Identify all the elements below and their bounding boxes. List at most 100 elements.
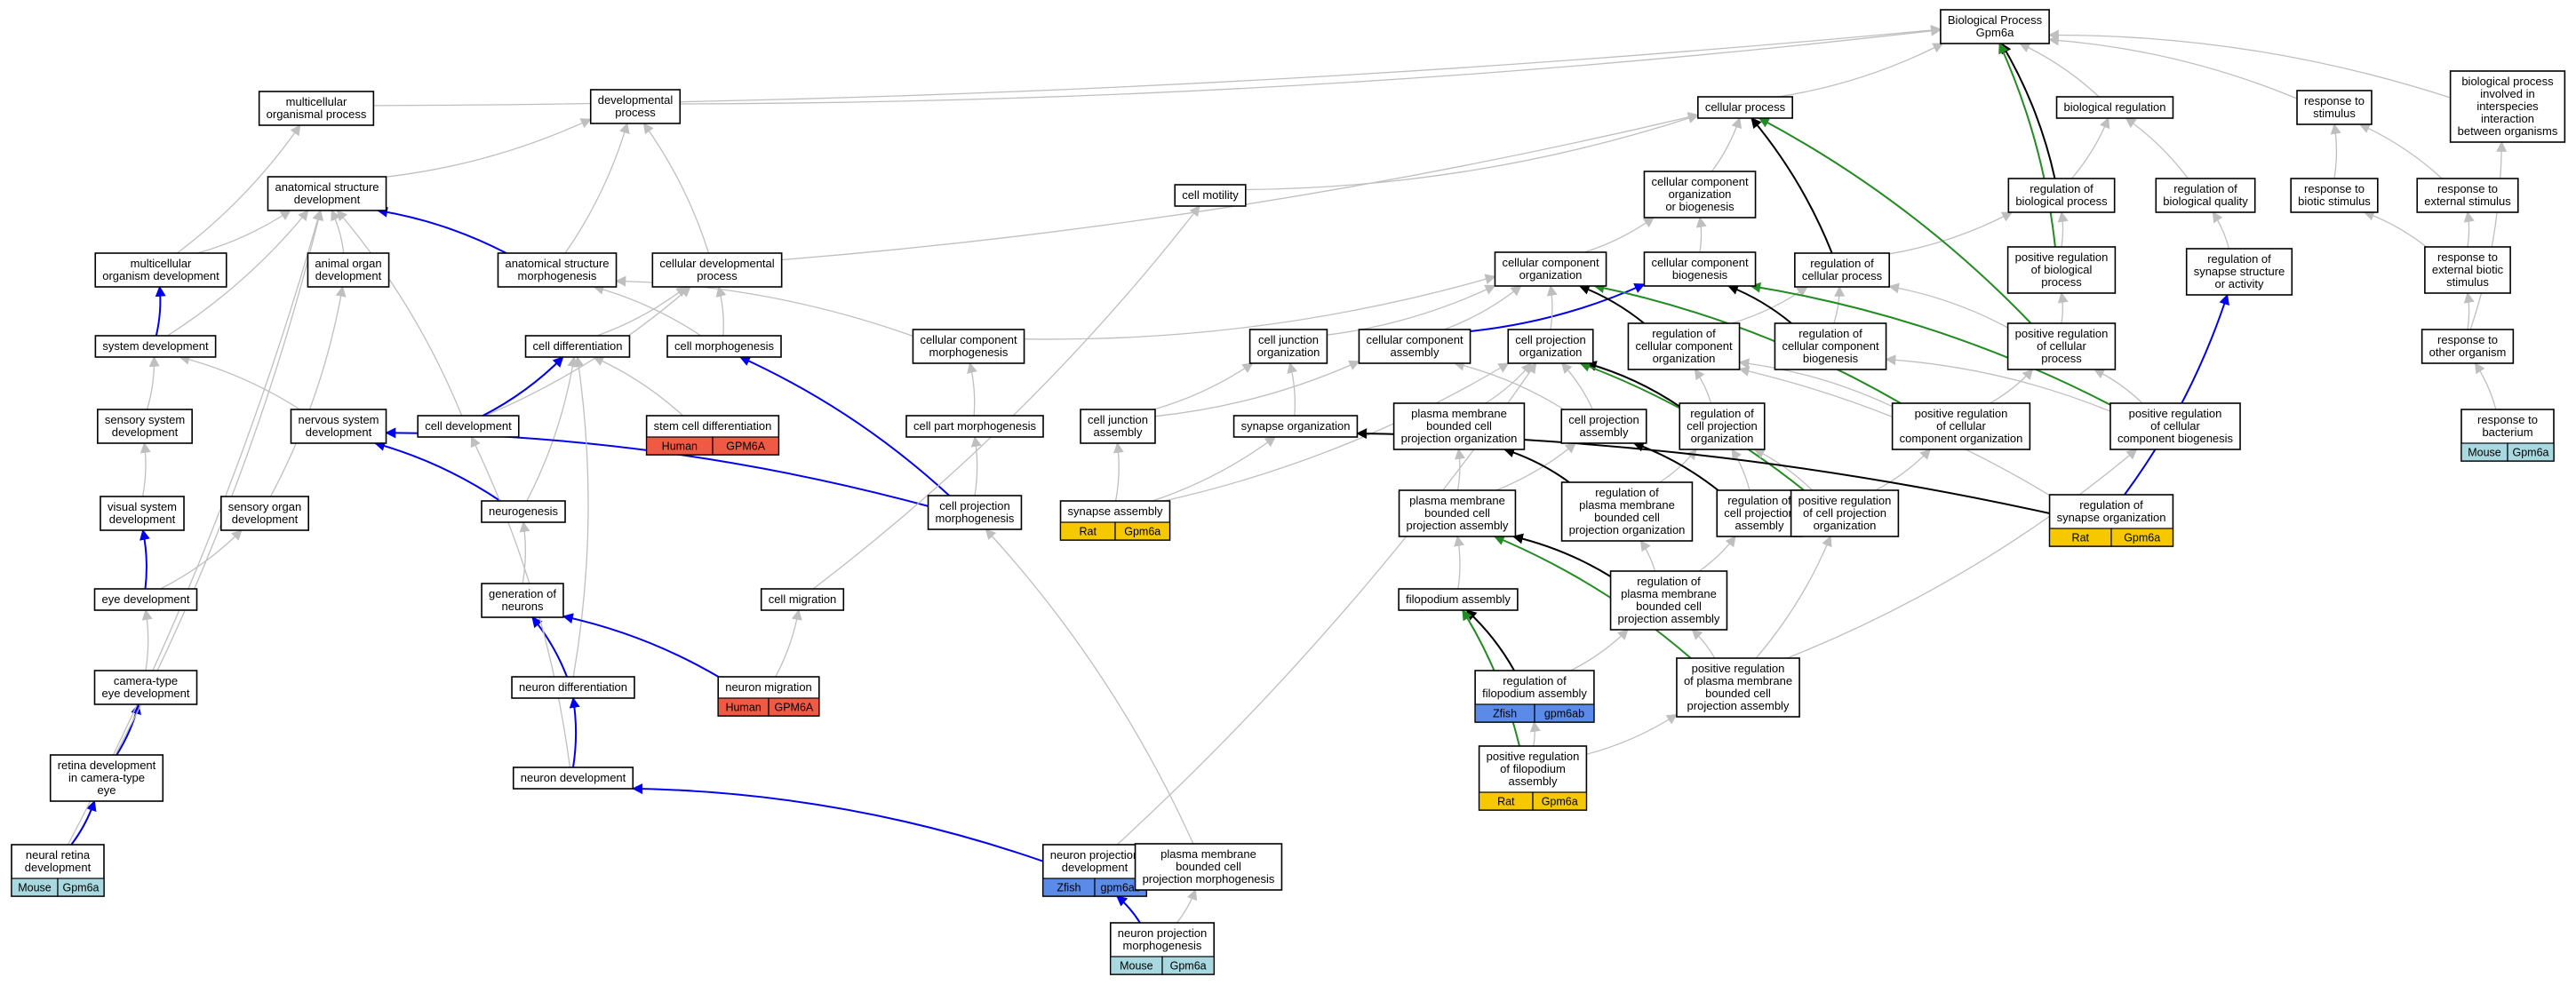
go-term-eye-development[interactable]: eye development [93, 588, 198, 611]
term-label-line: cellular component [1502, 256, 1599, 269]
go-term-neuron-differentiation[interactable]: neuron differentiation [511, 676, 635, 699]
term-label-line: interaction [2481, 112, 2534, 125]
go-term-cell-part-morphogenesis[interactable]: cell part morphogenesis [905, 415, 1044, 438]
term-label-line: regulation of [1503, 674, 1567, 687]
term-box [589, 89, 682, 124]
go-term-cell-differentiation[interactable]: cell differentiation [524, 335, 631, 358]
go-term-cell-morphogenesis[interactable]: cell morphogenesis [666, 335, 782, 358]
edge-is-a [2463, 291, 2475, 330]
term-box [1560, 409, 1647, 444]
edge-is-a [967, 361, 977, 417]
term-label-line: cell motility [1182, 188, 1239, 202]
go-term-system-development[interactable]: system development [94, 335, 217, 358]
go-term-cellular-process[interactable]: cellular process [1697, 96, 1793, 119]
go-term-filopodium-assembly[interactable]: filopodium assembly [1398, 588, 1519, 611]
go-term-neurogenesis[interactable]: neurogenesis [481, 500, 566, 523]
edge-is-a [593, 355, 684, 417]
edge-is-a [1583, 217, 1655, 253]
term-label-line: biological regulation [2064, 100, 2166, 114]
edge-is-a [680, 25, 1942, 105]
term-label-line: positive regulation [2015, 250, 2109, 264]
term-label-line: neuron migration [725, 680, 812, 694]
go-term-cell-development[interactable]: cell development [417, 415, 520, 438]
go-term-synapse-organization[interactable]: synapse organization [1232, 415, 1359, 438]
edge-is-a [2474, 361, 2497, 410]
term-label-line: cell projection [1515, 333, 1586, 346]
term-box [1494, 251, 1607, 287]
term-box [94, 252, 227, 288]
gene-label: GPM6A [775, 702, 814, 714]
term-label-line: assembly [1094, 425, 1143, 439]
term-label-line: bounded cell [1176, 860, 1241, 873]
go-term-cell-migration[interactable]: cell migration [760, 588, 845, 611]
term-label-line: process [697, 269, 738, 282]
term-label-line: stimulus [2446, 275, 2489, 289]
go-term-neuron-development[interactable]: neuron development [512, 767, 634, 790]
edge-is-a [519, 520, 530, 584]
go-term-cell-motility[interactable]: cell motility [1174, 184, 1247, 207]
go-term-biological-regulation[interactable]: biological regulation [2055, 96, 2174, 119]
edge-is-a [970, 435, 982, 496]
